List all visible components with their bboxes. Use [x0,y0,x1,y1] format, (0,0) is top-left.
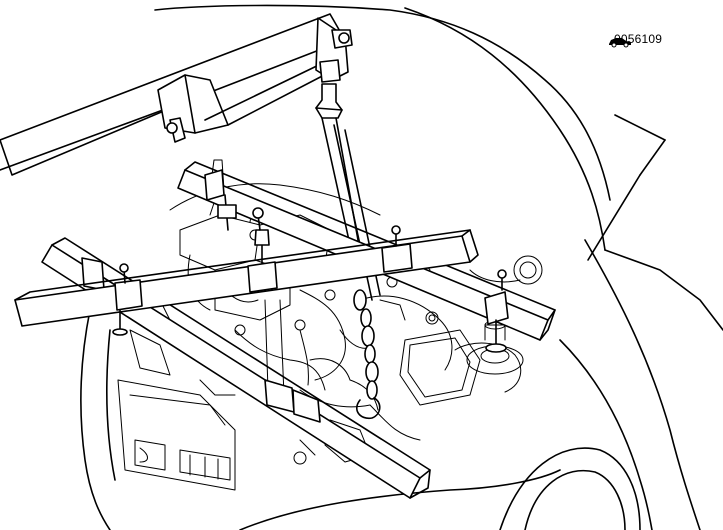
figure-code: 0056109 [614,32,663,46]
car-body-outline [80,4,723,530]
support-feet [112,194,237,336]
hoist-boom [0,13,353,176]
traverse-beam [14,207,479,327]
car-icon [609,38,631,48]
